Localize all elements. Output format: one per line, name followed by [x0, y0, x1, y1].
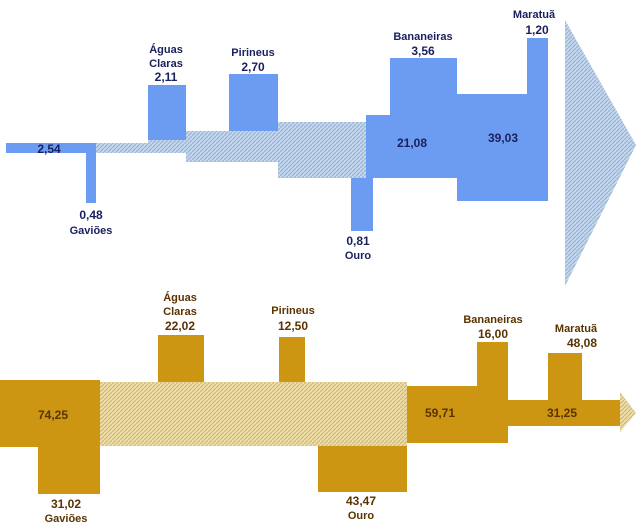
blue-flow-diagram: 2,54 21,08 39,03 Águas Claras 2,11 Pirin…: [6, 9, 636, 286]
blue-outflow-ouro-bar: [351, 178, 373, 231]
gold-inflow-pirineus-value: 12,50: [278, 319, 308, 333]
gold-arrow-head: [620, 392, 636, 432]
gold-inflow-bananeiras-value: 16,00: [478, 327, 508, 341]
blue-outflow-ouro-value: 0,81: [346, 234, 370, 248]
gold-inflow-maratua-bar: [548, 353, 582, 400]
blue-inflow-pirineus-bar: [229, 74, 278, 131]
blue-inflow-bananeiras-bar: [390, 58, 457, 115]
gold-inflow-aguas-claras-value: 22,02: [165, 319, 195, 333]
blue-main-flow-3-label: 39,03: [488, 131, 518, 145]
blue-arrow-head: [565, 20, 636, 286]
gold-inflow-pirineus-name: Pirineus: [271, 305, 314, 317]
blue-inflow-bananeiras-name: Bananeiras: [393, 31, 452, 43]
gold-main-stream-hatched: [100, 382, 407, 446]
gold-outflow-ouro-value: 43,47: [346, 494, 376, 508]
blue-inflow-aguas-claras-name-2: Claras: [149, 58, 183, 70]
gold-inflow-aguas-claras-name-2: Claras: [163, 306, 197, 318]
gold-main-block-1: [407, 386, 508, 443]
blue-inflow-pirineus-value: 2,70: [241, 60, 265, 74]
blue-main-flow-1-label: 2,54: [37, 142, 61, 156]
blue-inflow-aguas-claras-bar: [148, 85, 186, 140]
blue-main-block-1: [366, 115, 457, 178]
gold-main-flow-2-label: 59,71: [425, 406, 455, 420]
blue-inflow-pirineus-name: Pirineus: [231, 47, 274, 59]
gold-outflow-gavioes-name: Gaviões: [45, 513, 88, 525]
blue-main-stream-hatched: [96, 122, 366, 178]
gold-flow-diagram: 74,25 59,71 31,25 Águas Claras 22,02 Pir…: [0, 291, 636, 525]
gold-inflow-aguas-claras-bar: [158, 335, 204, 382]
gold-inflow-maratua-name: Maratuã: [555, 323, 598, 335]
blue-inflow-bananeiras-value: 3,56: [411, 44, 435, 58]
gold-inflow-bananeiras-bar: [477, 342, 508, 386]
blue-inflow-aguas-claras-name-1: Águas: [149, 43, 183, 56]
blue-initial-stream: [6, 143, 96, 153]
blue-outflow-ouro-name: Ouro: [345, 250, 372, 262]
gold-outflow-gavioes-value: 31,02: [51, 497, 81, 511]
gold-main-flow-3-label: 31,25: [547, 406, 577, 420]
gold-initial-block: [0, 380, 100, 447]
blue-main-block-2: [457, 94, 548, 201]
blue-inflow-aguas-claras-value: 2,11: [155, 70, 178, 84]
gold-main-flow-1-label: 74,25: [38, 408, 68, 422]
blue-inflow-maratua-value: 1,20: [525, 23, 549, 37]
gold-inflow-maratua-value: 48,08: [567, 336, 597, 350]
gold-inflow-bananeiras-name: Bananeiras: [463, 314, 522, 326]
blue-inflow-maratua-bar: [527, 38, 548, 94]
gold-inflow-pirineus-bar: [279, 337, 305, 382]
gold-outflow-ouro-bar: [318, 446, 407, 492]
blue-outflow-gavioes-name: Gaviões: [70, 225, 113, 237]
gold-outflow-gavioes-bar: [38, 447, 100, 494]
blue-main-flow-2-label: 21,08: [397, 136, 427, 150]
blue-outflow-gavioes-bar: [86, 150, 96, 203]
gold-outflow-ouro-name: Ouro: [348, 510, 375, 522]
blue-outflow-gavioes-value: 0,48: [79, 208, 103, 222]
gold-main-block-2: [508, 400, 620, 426]
gold-inflow-aguas-claras-name-1: Águas: [163, 291, 197, 304]
blue-inflow-maratua-name: Maratuã: [513, 9, 556, 21]
